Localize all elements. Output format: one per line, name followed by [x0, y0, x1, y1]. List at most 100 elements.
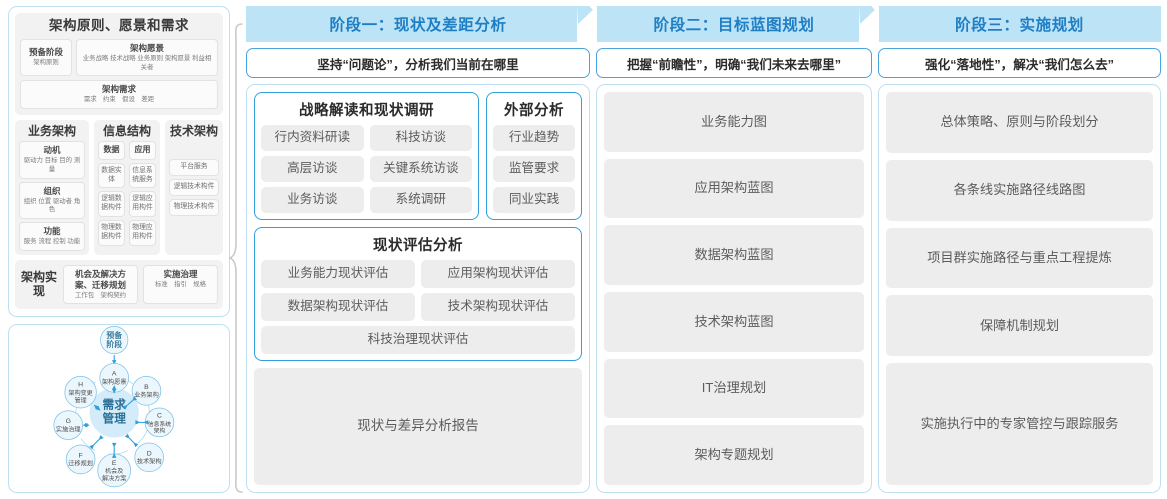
current-state-assessment-title: 现状评估分析 [373, 238, 463, 254]
current-state-assessment-card: 现状评估分析 业务能力现状评估 应用架构现状评估 数据架构现状评估 技术架构现状… [254, 227, 582, 361]
phase-2-notch-icon [577, 6, 597, 42]
adm-node-c-label-line2: 架构 [154, 427, 166, 435]
tile-overall-strategy-principles-phasing[interactable]: 总体策略、原则与阶段划分 [886, 92, 1153, 153]
tile-technology-interview[interactable]: 科技访谈 [369, 125, 472, 151]
phase-3-header-label: 阶段三：实施规划 [955, 17, 1084, 34]
adm-node-f-label: 迁移规划 [68, 460, 93, 468]
prep-vision-row: 预备阶段 架构原则 架构愿景 业务战略 技术战略 业务原则 架构愿景 利益相关者 [20, 38, 218, 77]
physical-data-component-item[interactable]: 物理数据构件 [98, 219, 125, 246]
information-subcolumns: 数据 数据实体 逻辑数据构件 物理数据构件 应用 信息系统服务 逻辑应用构件 物… [98, 141, 156, 246]
tile-technology-architecture-blueprint[interactable]: 技术架构蓝图 [604, 292, 864, 352]
strategy-research-row-3: 业务访谈 系统调研 [261, 187, 472, 213]
adm-node-b-key: B [144, 384, 149, 391]
architecture-requirements-head: 架构需求 [101, 84, 136, 95]
tile-it-governance-plan[interactable]: IT治理规划 [604, 358, 864, 419]
framework-title: 架构原则、愿景和需求 [49, 18, 189, 33]
logical-technology-component-item[interactable]: 逻辑技术构件 [169, 179, 219, 197]
adm-arrow-h [93, 405, 101, 411]
domain-columns: 业务架构 动机 驱动力 目标 目的 测量 组织 组织 位置 驱动者 角色 功能 … [15, 119, 223, 255]
tile-architecture-topic-plan[interactable]: 架构专题规划 [604, 425, 864, 486]
adm-node-c-key: C [157, 413, 162, 420]
tile-application-architecture-blueprint[interactable]: 应用架构蓝图 [604, 158, 864, 219]
logical-data-component-item[interactable]: 逻辑数据构件 [98, 191, 125, 217]
information-system-service-item[interactable]: 信息系统服务 [129, 162, 156, 189]
phase-1-top-row: 战略解读和现状调研 行内资料研读 科技访谈 高层访谈 关键系统访谈 业务访谈 系… [254, 92, 582, 220]
adm-preliminary-circle[interactable] [100, 326, 129, 355]
phase-2-stack: 业务能力图 应用架构蓝图 数据架构蓝图 技术架构蓝图 IT治理规划 架构专题规划 [604, 92, 864, 486]
adm-node-f-circle[interactable] [65, 444, 96, 475]
tile-expert-control-tracking-service[interactable]: 实施执行中的专家管控与跟踪服务 [886, 363, 1153, 485]
implementation-governance-head: 实施治理 [163, 268, 198, 279]
tile-data-architecture-blueprint[interactable]: 数据架构蓝图 [604, 225, 864, 286]
adm-center-label-line2: 管理 [103, 412, 127, 426]
phase-3-notch-icon [859, 6, 879, 42]
adm-node-c-label-line1: 信息系统 [148, 420, 171, 428]
phase-3-header[interactable]: 阶段三：实施规划 [859, 6, 1161, 42]
tile-key-system-interview[interactable]: 关键系统访谈 [369, 156, 472, 182]
opportunities-migration-chip[interactable]: 机会及解决方案、迁移规划 工作包 架构契约 [63, 264, 138, 305]
architecture-vision-chip[interactable]: 架构愿景 业务战略 技术战略 业务原则 架构愿景 利益相关者 [76, 38, 218, 77]
phase-column-3: 阶段三：实施规划 强化“落地性”，解决“我们怎么去” 总体策略、原则与阶段划分 … [859, 6, 1161, 493]
adm-node-d-label: 技术架构 [137, 458, 162, 466]
adm-node-h-circle[interactable] [64, 376, 97, 409]
tile-data-architecture-assessment[interactable]: 数据架构现状评估 [261, 293, 415, 321]
tile-industry-trend[interactable]: 行业趋势 [493, 125, 575, 151]
tile-gap-analysis-report[interactable]: 现状与差异分析报告 [254, 368, 582, 485]
data-entity-item[interactable]: 数据实体 [98, 162, 125, 189]
tile-program-path-key-projects[interactable]: 项目群实施路径与重点工程提炼 [886, 227, 1153, 289]
adm-node-b-label: 业务架构 [134, 391, 159, 399]
adm-node-e-label-line1: 机会及 [105, 467, 123, 475]
strategy-research-row-2: 高层访谈 关键系统访谈 [261, 156, 472, 182]
platform-service-item[interactable]: 平台服务 [169, 159, 219, 177]
tile-technology-architecture-assessment[interactable]: 技术架构现状评估 [421, 293, 575, 321]
logical-application-component-item[interactable]: 逻辑应用构件 [129, 191, 156, 217]
adm-node-d-circle[interactable] [134, 442, 164, 473]
adm-preliminary-label-line1: 预备 [106, 330, 122, 340]
adm-node-f-key: F [79, 453, 83, 460]
tile-technology-governance-assessment[interactable]: 科技治理现状评估 [261, 326, 575, 354]
tile-internal-material-study[interactable]: 行内资料研读 [261, 125, 364, 151]
physical-technology-component-item[interactable]: 物理技术构件 [169, 199, 219, 217]
implementation-governance-chip[interactable]: 实施治理 标准 指引 规格 [143, 264, 218, 305]
external-analysis-list: 行业趋势 监管要求 同业实践 [493, 125, 575, 213]
tile-peer-practice[interactable]: 同业实践 [493, 187, 575, 213]
adm-node-b-circle[interactable] [131, 376, 162, 406]
adm-node-h-label-line2: 管理 [75, 397, 87, 405]
tile-line-implementation-roadmap[interactable]: 各条线实施路径线路图 [886, 159, 1153, 221]
adm-cycle-panel: 需求 管理 预备 阶段 A 架构愿景 B 业务架构 C [8, 324, 230, 493]
adm-node-e-key: E [112, 460, 117, 467]
phase-1-header-label: 阶段一：现状及差距分析 [329, 17, 507, 34]
business-organization-sub: 组织 位置 驱动者 角色 [23, 197, 81, 214]
tile-application-architecture-assessment[interactable]: 应用架构现状评估 [421, 260, 575, 288]
adm-node-a-label: 架构愿景 [102, 378, 127, 386]
opportunities-migration-sub: 工作包 架构契约 [74, 291, 127, 299]
adm-preliminary-label-line2: 阶段 [106, 339, 122, 349]
assessment-row-2: 数据架构现状评估 技术架构现状评估 [261, 293, 575, 321]
adm-cycle-diagram: 需求 管理 预备 阶段 A 架构愿景 B 业务架构 C [53, 326, 175, 488]
preliminary-phase-chip[interactable]: 预备阶段 架构原则 [20, 38, 72, 77]
tile-assurance-mechanism-plan[interactable]: 保障机制规划 [886, 295, 1153, 357]
architecture-requirements-chip[interactable]: 架构需求 需求 约束 假设 差距 [20, 80, 218, 109]
business-organization-chip[interactable]: 组织 组织 位置 驱动者 角色 [19, 181, 85, 219]
business-function-chip[interactable]: 功能 服务 流程 控制 功能 [19, 221, 85, 251]
tile-system-research[interactable]: 系统调研 [369, 187, 472, 213]
tile-business-interview[interactable]: 业务访谈 [261, 187, 364, 213]
phase-2-header[interactable]: 阶段二：目标蓝图规划 [577, 6, 890, 42]
tile-executive-interview[interactable]: 高层访谈 [261, 156, 364, 182]
preliminary-phase-sub: 架构原则 [33, 59, 59, 67]
tile-regulatory-requirement[interactable]: 监管要求 [493, 156, 575, 182]
phase-2-subtitle: 把握“前瞻性”，明确“我们未来去哪里” [596, 48, 872, 78]
phase-1-header[interactable]: 阶段一：现状及差距分析 [246, 6, 608, 42]
technology-architecture-head: 技术架构 [169, 123, 218, 138]
application-subcolumn: 应用 信息系统服务 逻辑应用构件 物理应用构件 [129, 141, 156, 246]
tile-business-capability-assessment[interactable]: 业务能力现状评估 [261, 260, 415, 288]
phase-columns: 阶段一：现状及差距分析 坚持“问题论”，分析我们当前在哪里 战略解读和现状调研 … [246, 6, 1161, 493]
business-motivation-chip[interactable]: 动机 驱动力 目标 目的 测量 [19, 141, 85, 179]
adm-node-g-circle[interactable] [53, 410, 84, 441]
phase-3-body: 总体策略、原则与阶段划分 各条线实施路径线路图 项目群实施路径与重点工程提炼 保… [878, 84, 1161, 493]
external-analysis-card: 外部分析 行业趋势 监管要求 同业实践 [486, 92, 582, 220]
physical-application-component-item[interactable]: 物理应用构件 [129, 219, 156, 246]
assessment-row-1: 业务能力现状评估 应用架构现状评估 [261, 260, 575, 288]
tile-business-capability-map[interactable]: 业务能力图 [604, 92, 864, 152]
